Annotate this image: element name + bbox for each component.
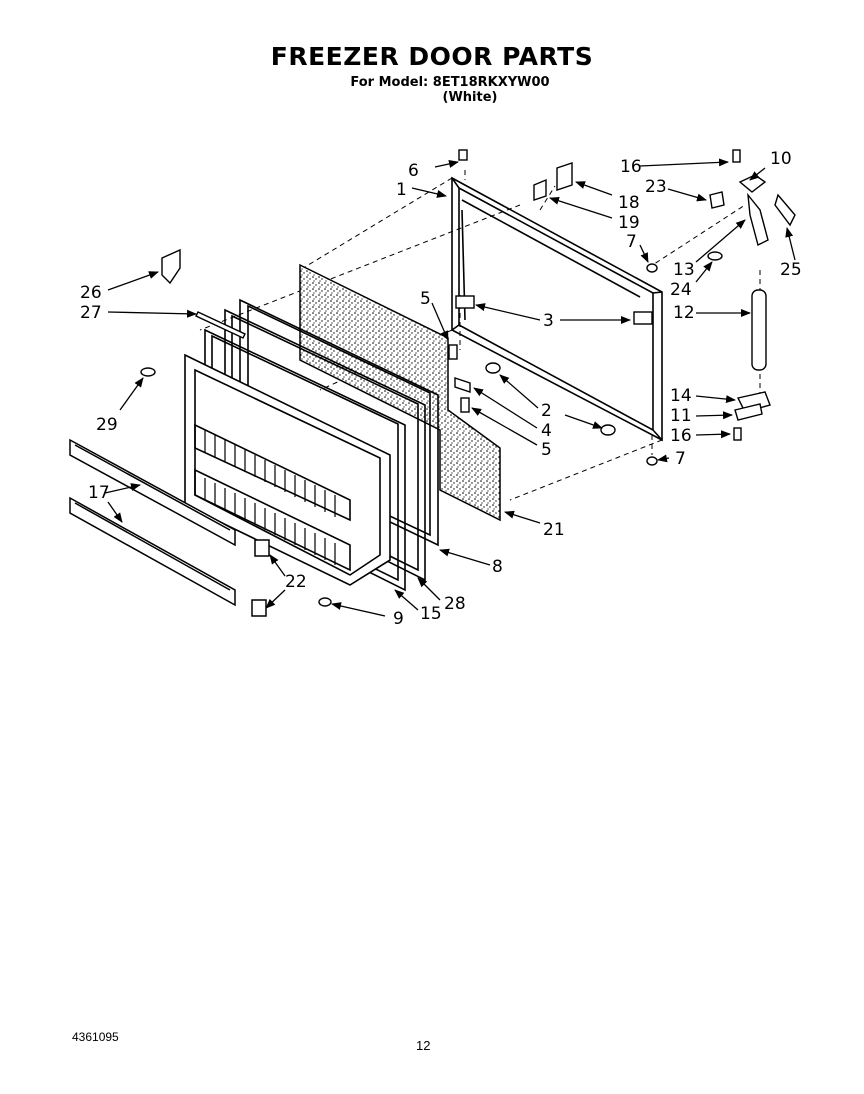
screw-24: [707, 251, 723, 261]
callout-5-top: 5: [420, 289, 431, 309]
callout-5-bottom: 5: [541, 440, 552, 460]
callout-8: 8: [492, 557, 503, 577]
callout-7-top: 7: [626, 232, 637, 252]
inner-door-liner: [184, 353, 391, 586]
callout-17: 17: [88, 483, 110, 503]
callout-2: 2: [541, 401, 552, 421]
bracket-26: [161, 248, 181, 285]
callout-13: 13: [673, 260, 695, 280]
screw-16b: [733, 427, 742, 441]
callout-9: 9: [393, 609, 404, 629]
callout-1: 1: [396, 180, 407, 200]
plate-18: [556, 162, 573, 191]
screw-5b: [460, 397, 470, 413]
nut-7a: [646, 263, 658, 273]
callout-4: 4: [541, 421, 552, 441]
screw-5a: [448, 344, 458, 360]
page-title: FREEZER DOOR PARTS: [270, 42, 594, 71]
hinge-bracket-3a: [455, 295, 475, 309]
handle-cap-13: [747, 192, 769, 247]
callout-12: 12: [673, 303, 695, 323]
callout-24: 24: [670, 280, 692, 300]
callout-7-bottom: 7: [675, 449, 686, 469]
nut-7b: [646, 456, 658, 466]
callout-14: 14: [670, 386, 692, 406]
hinge-11: [734, 403, 763, 421]
callout-21: 21: [543, 520, 565, 540]
document-number: 4361095: [72, 1030, 119, 1044]
callout-16-bottom: 16: [670, 426, 692, 446]
spacer-4: [454, 377, 471, 393]
callout-18: 18: [618, 193, 640, 213]
callout-29: 29: [96, 415, 118, 435]
callout-11: 11: [670, 406, 692, 426]
callout-labels: 1 6 18 19 16 10 23 7 13 24 25 12 3 5 2 4…: [80, 149, 802, 629]
callout-10: 10: [770, 149, 792, 169]
callout-23: 23: [645, 177, 667, 197]
screw-16a: [732, 149, 741, 163]
callout-22: 22: [285, 572, 307, 592]
screw-29: [140, 367, 156, 377]
screw-9: [318, 597, 332, 607]
cover-23: [709, 191, 725, 209]
page-number: 12: [416, 1038, 431, 1053]
leader-lines: [104, 158, 796, 617]
callout-25: 25: [780, 260, 802, 280]
callout-19: 19: [618, 213, 640, 233]
color-line: (White): [442, 90, 498, 105]
screw-6: [458, 149, 468, 161]
trim-25: [774, 193, 796, 227]
callout-3: 3: [543, 311, 554, 331]
bushing-2b: [600, 424, 616, 436]
shelf-rails: [69, 438, 270, 617]
callout-26: 26: [80, 283, 102, 303]
bushing-2a: [485, 362, 501, 374]
callout-28: 28: [444, 594, 466, 614]
model-line: For Model: 8ET18RKXYW00: [350, 75, 550, 90]
plate-19: [533, 178, 547, 201]
callout-6: 6: [408, 161, 419, 181]
callout-15: 15: [420, 604, 442, 624]
hinge-bracket-3b: [633, 311, 653, 325]
handle-12: [751, 289, 767, 371]
callout-16-top: 16: [620, 157, 642, 177]
callout-27: 27: [80, 303, 102, 323]
